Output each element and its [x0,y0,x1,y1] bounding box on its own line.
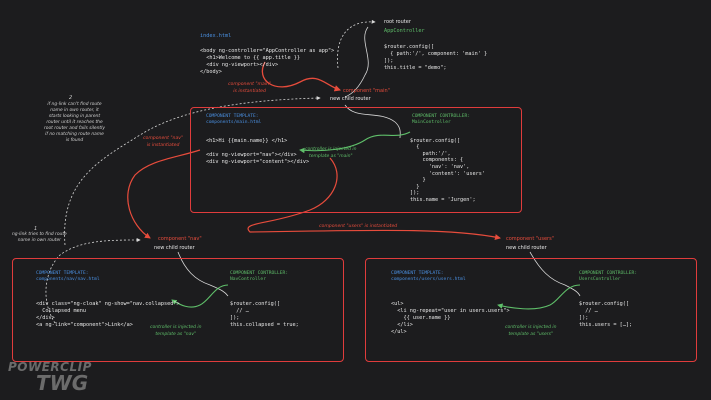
nav-config-line-1: $router.config([ [230,301,280,307]
nav-config-line-2: // … [230,308,249,314]
main-code-line-3: <div ng-viewport="nav"></div> [206,152,297,158]
arrow-main-router-to-controller [344,104,401,139]
arrow-inject-nav [171,284,229,308]
nav-config-line-4: this.collapsed = true; [230,322,299,328]
component-users-label: component "users" [506,236,554,242]
users-code-line-4: </li> [391,322,413,328]
root-code-line-2: <h1>Welcome to {{ app.title }} [200,55,300,61]
main-template-code: <h1>Hi {{main.name}} </h1> <div ng-viewp… [206,131,309,166]
users-template-file: components/users/users.html [391,277,466,282]
main-config-line-9: ]); [410,190,420,197]
users-config-line-1: $router.config([ [579,301,629,307]
main-config-line-10: this.name = 'Jurgen'; [410,196,476,203]
main-code-line-1: <h1>Hi {{main.name}} </h1> [206,138,288,144]
nav-inject-note: controller is injected in template as "n… [150,325,202,337]
main-config-line-2: { [410,144,420,151]
nav-instantiated-note: component "nav" is instantiated [143,136,184,148]
lookup-note-number: 2 [69,95,73,101]
root-config-line-1: $router.config([ [384,44,434,50]
main-config-line-6: 'content': 'users' [410,170,485,177]
main-config-line-8: } [410,183,420,190]
arrow-dashed-nglink [45,238,141,324]
main-inject-note: controller is injected in template as "m… [305,147,357,159]
users-code-line-3: {{ user.name }} [391,315,451,321]
nav-config-line-3: ]); [230,315,240,321]
main-config-line-4: components: { [410,157,464,164]
users-instantiated-note: component "users" is instantiated [319,224,398,229]
root-code-line-4: </body> [200,69,222,75]
root-controller-name: AppController [384,28,425,34]
lookup-note: if ng-link can't find route name in own … [44,102,105,143]
nav-template-code: <div class="ng-cloak" ng-show="nav.colla… [36,294,180,329]
main-component-box [190,107,522,213]
nav-code-line-3: </div> [36,315,55,321]
arrow-viewport-to-main [261,61,342,92]
arrow-nav-router-to-controller [177,251,229,297]
nav-template-title: COMPONENT TEMPLATE: [36,271,89,276]
users-inject-note: controller is injected in template as "u… [505,325,557,337]
arrow-inject-users [497,284,581,310]
users-controller-name: UsersController [579,277,621,282]
users-controller-title: COMPONENT CONTROLLER: [579,271,638,276]
component-main-label: component "main" [343,88,390,94]
main-code-line-4: <div ng-viewport="content"></div> [206,159,310,165]
users-config-line-3: ]); [579,315,589,321]
arrow-root-to-child [344,26,369,98]
root-router-label: root router [384,19,411,25]
users-code-line-5: </ul> [391,329,407,335]
root-template-code: <body ng-controller="AppController as ap… [200,41,334,76]
nav-controller-title: COMPONENT CONTROLLER: [230,271,289,276]
main-config-line-3: path:'/', [410,150,451,157]
nav-child-router-label: new child router [154,245,195,251]
users-config-line-4: this.users = […]; [579,322,633,328]
arrow-viewport-users [247,157,501,240]
logo-line-2: TWG [36,371,89,395]
main-router-config: $router.config([ { path:'/', components:… [410,131,485,204]
component-nav-label: component "nav" [158,236,202,242]
arrow-dashed-to-root [337,19,376,69]
nav-controller-name: NavController [230,277,266,282]
main-config-line-5: 'nav': 'nav', [410,163,470,170]
nav-code-line-4: <a ng-link="component">Link</a> [36,322,133,328]
users-template-title: COMPONENT TEMPLATE: [391,271,444,276]
main-config-line-7: } [410,177,426,184]
main-template-title: COMPONENT TEMPLATE: [206,114,259,119]
link-note: ng-link tries to find route name in own … [12,232,67,243]
root-config-line-3: ]); [384,58,394,64]
users-child-router-label: new child router [506,245,547,251]
main-config-line-1: $router.config([ [410,137,460,144]
nav-code-line-1: <div class="ng-cloak" ng-show="nav.colla… [36,301,180,307]
root-file-name: index.html [200,33,232,39]
nav-router-config: $router.config([ // … ]); this.collapsed… [230,294,299,329]
users-component-box [365,258,697,362]
users-config-line-2: // … [579,308,598,314]
logo-line-1: POWERCLIP [8,360,92,374]
arrow-inject-main [299,131,411,154]
root-router-config: $router.config([ { path:'/', component: … [384,37,487,72]
users-code-line-2: <li ng-repeat="user in users.users"> [391,308,510,314]
main-template-file: components/main.html [206,120,262,125]
users-code-line-1: <ul> [391,301,404,307]
root-code-line-3: <div ng-viewport></div> [200,62,279,68]
main-instantiated-note: component "main" is instantiated [228,82,272,94]
main-controller-title: COMPONENT CONTROLLER: [412,114,471,119]
nav-code-line-2: Collapsed menu [36,308,86,314]
main-controller-name: MainController [412,120,451,125]
arrow-viewport-nav [127,149,201,239]
root-config-line-4: this.title = "demo"; [384,65,447,71]
nav-component-box [12,258,344,362]
main-child-router-label: new child router [330,96,371,102]
link-note-number: 1 [34,226,38,232]
users-template-code: <ul> <li ng-repeat="user in users.users"… [391,294,510,336]
root-config-line-2: { path:'/', component: 'main' } [384,51,488,57]
root-code-line-1: <body ng-controller="AppController as ap… [200,48,335,54]
arrow-users-router-to-controller [529,251,581,297]
nav-template-file: components/nav/nav.html [36,277,100,282]
users-router-config: $router.config([ // … ]); this.users = [… [579,294,632,329]
